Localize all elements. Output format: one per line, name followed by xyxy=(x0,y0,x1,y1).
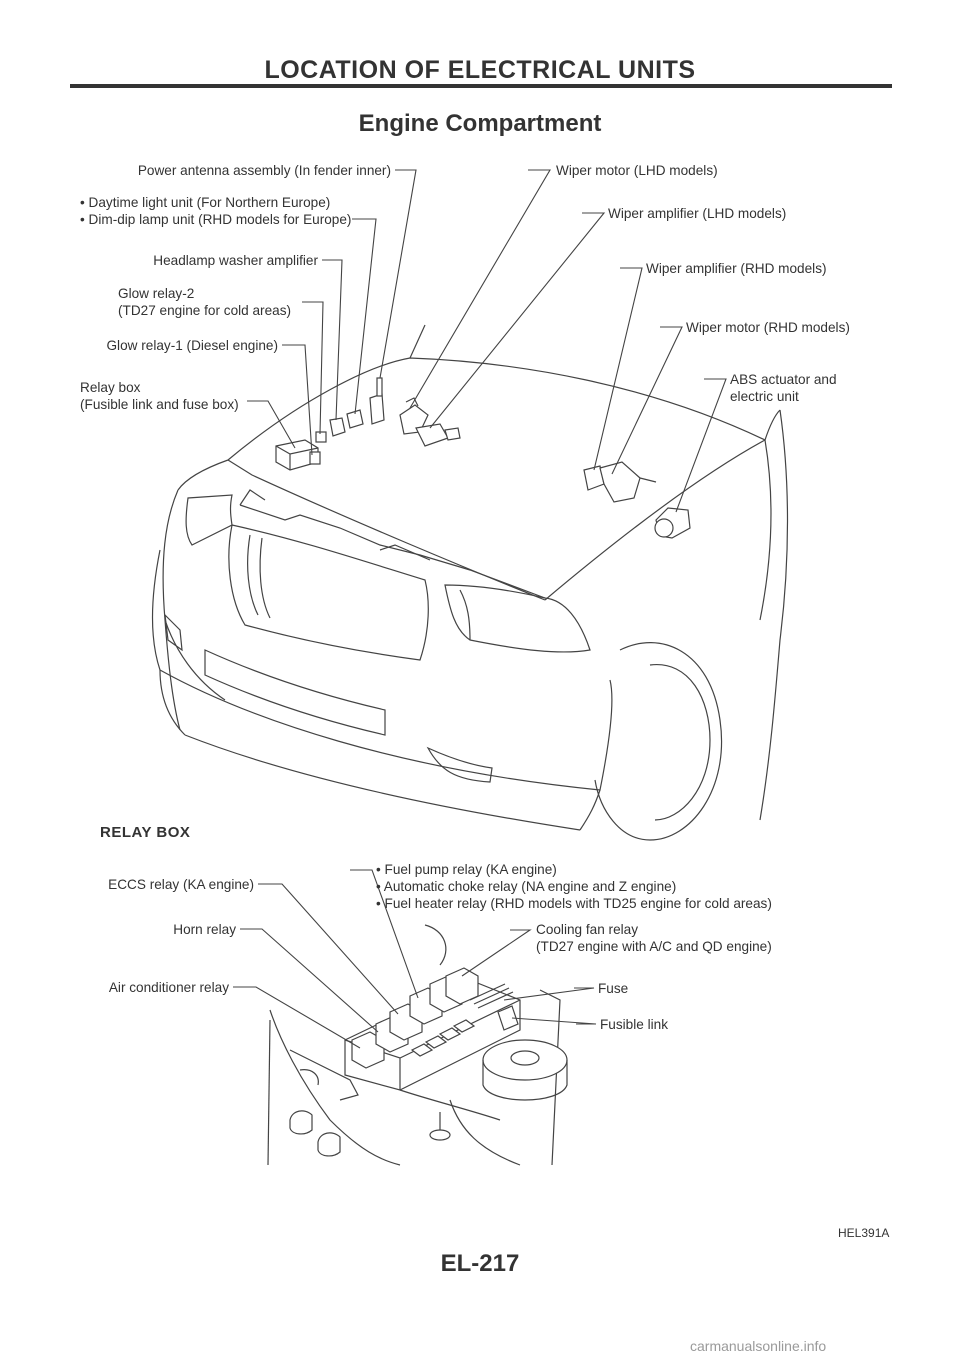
label-fuel-heater-relay: • Fuel heater relay (RHD models with TD2… xyxy=(376,896,772,911)
page-number: EL-217 xyxy=(440,1250,520,1277)
label-auto-choke-relay: • Automatic choke relay (NA engine and Z… xyxy=(376,879,677,894)
label-fuse: Fuse xyxy=(598,981,629,996)
label-aircon-relay: Air conditioner relay xyxy=(108,980,229,995)
label-wiper-amp-rhd: Wiper amplifier (RHD models) xyxy=(646,261,827,276)
label-power-antenna: Power antenna assembly (In fender inner) xyxy=(137,163,391,178)
engine-parts xyxy=(275,377,691,539)
label-cooling-fan-line2: (TD27 engine with A/C and QD engine) xyxy=(536,939,772,954)
page-header-title: LOCATION OF ELECTRICAL UNITS xyxy=(264,56,696,84)
header-rule xyxy=(70,84,892,88)
section-title: Engine Compartment xyxy=(358,110,602,137)
label-dim-dip: • Dim-dip lamp unit (RHD models for Euro… xyxy=(80,212,352,227)
label-wiper-amp-lhd: Wiper amplifier (LHD models) xyxy=(608,206,787,221)
label-fusible-link: Fusible link xyxy=(600,1017,668,1032)
label-horn-relay: Horn relay xyxy=(173,922,236,937)
label-glow-relay-2-line1: Glow relay-2 xyxy=(118,286,195,301)
relay-box-drawing xyxy=(267,924,568,1166)
label-wiper-motor-lhd: Wiper motor (LHD models) xyxy=(556,163,718,178)
figure-code: HEL391A xyxy=(838,1226,890,1240)
label-eccs-relay: ECCS relay (KA engine) xyxy=(108,877,254,892)
label-glow-relay-2: Glow relay-2 (TD27 engine for cold areas… xyxy=(118,285,291,319)
label-relay-box-line2: (Fusible link and fuse box) xyxy=(80,397,239,412)
label-glow-relay-1: Glow relay-1 (Diesel engine) xyxy=(106,338,278,353)
label-daytime-light: • Daytime light unit (For Northern Europ… xyxy=(80,195,331,210)
watermark-text: carmanualsonline.info xyxy=(690,1338,827,1354)
label-abs-actuator: ABS actuator and electric unit xyxy=(730,371,837,405)
relay-leader-lines xyxy=(233,869,597,1049)
label-glow-relay-2-line2: (TD27 engine for cold areas) xyxy=(118,303,292,318)
label-cooling-fan-line1: Cooling fan relay xyxy=(536,922,639,937)
engine-leader-lines xyxy=(247,169,727,513)
vehicle-outline xyxy=(151,324,789,841)
label-abs-line1: ABS actuator and xyxy=(730,372,837,387)
label-relay-box-line1: Relay box xyxy=(80,380,141,395)
label-daytime-dim-dip: • Daytime light unit (For Northern Europ… xyxy=(80,194,351,228)
label-relay-group: • Fuel pump relay (KA engine) • Automati… xyxy=(376,861,772,912)
label-relay-box: Relay box (Fusible link and fuse box) xyxy=(80,379,239,413)
label-cooling-fan-relay: Cooling fan relay (TD27 engine with A/C … xyxy=(536,921,772,955)
relay-box-heading: RELAY BOX xyxy=(100,824,191,841)
label-fuel-pump-relay: • Fuel pump relay (KA engine) xyxy=(376,862,557,877)
label-wiper-motor-rhd: Wiper motor (RHD models) xyxy=(686,320,850,335)
label-abs-line2: electric unit xyxy=(730,389,799,404)
label-headlamp-washer: Headlamp washer amplifier xyxy=(153,253,318,268)
